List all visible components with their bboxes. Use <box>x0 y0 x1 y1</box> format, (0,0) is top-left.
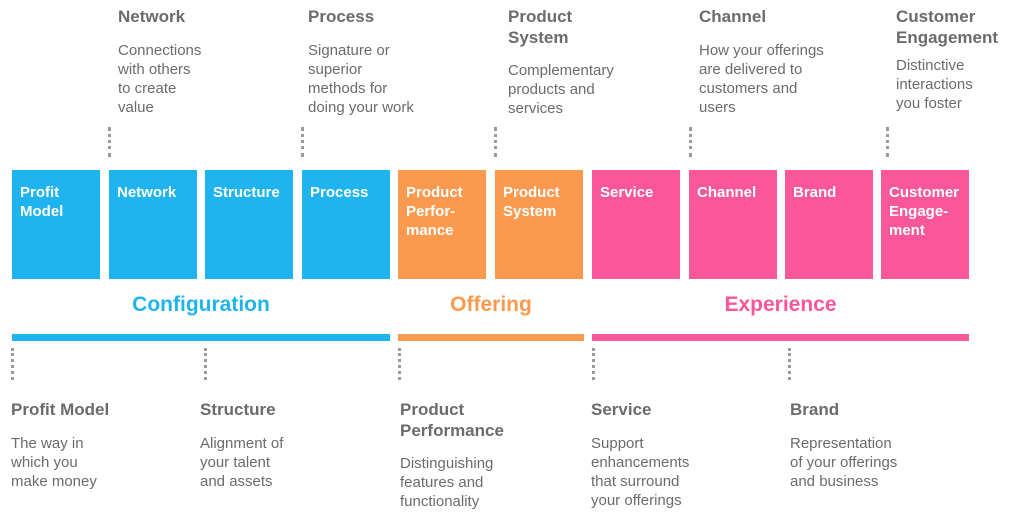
top-desc-customer-engagement: Customer Engagement Distinctive interact… <box>896 6 1021 113</box>
connector-product-system <box>494 127 497 157</box>
bar-offering <box>398 334 584 341</box>
top-desc-channel: Channel How your offerings are delivered… <box>699 6 859 117</box>
desc-title: Customer Engagement <box>896 7 999 47</box>
bottom-desc-service: Service Support enhancements that surrou… <box>591 399 731 510</box>
desc-text: Representation of your offerings and bus… <box>790 435 898 490</box>
connector-network <box>108 127 111 157</box>
desc-text: How your offerings are delivered to cust… <box>699 42 824 116</box>
connector-brand <box>788 348 791 380</box>
bottom-desc-profit-model: Profit Model The way in which you make m… <box>11 399 151 491</box>
bottom-desc-brand: Brand Representation of your offerings a… <box>790 399 950 491</box>
desc-title: Brand <box>790 400 840 419</box>
bottom-desc-product-performance: Product Performance Distinguishing featu… <box>400 399 540 511</box>
desc-title: Service <box>591 400 652 419</box>
connector-process <box>301 127 304 157</box>
connector-service <box>592 348 595 380</box>
desc-text: The way in which you make money <box>11 435 97 490</box>
desc-title: Profit Model <box>11 400 110 419</box>
desc-title: Channel <box>699 7 767 26</box>
top-desc-process: Process Signature or superior methods fo… <box>308 6 458 117</box>
category-offering: Offering <box>450 293 532 316</box>
desc-title: Process <box>308 7 375 26</box>
box-product-performance: Product Perfor- mance <box>398 170 486 279</box>
connector-product-performance <box>398 348 401 380</box>
desc-text: Alignment of your talent and assets <box>200 435 284 490</box>
bottom-desc-structure: Structure Alignment of your talent and a… <box>200 399 340 491</box>
category-experience: Experience <box>724 293 837 316</box>
desc-title: Structure <box>200 400 276 419</box>
desc-title: Network <box>118 7 186 26</box>
box-network: Network <box>109 170 197 279</box>
box-service: Service <box>592 170 680 279</box>
connector-structure <box>204 348 207 380</box>
box-customer-engagement: Customer Engage- ment <box>881 170 969 279</box>
category-configuration: Configuration <box>132 293 270 316</box>
desc-text: Distinctive interactions you foster <box>896 57 973 112</box>
box-product-system: Product System <box>495 170 583 279</box>
desc-text: Complementary products and services <box>508 62 614 117</box>
box-brand: Brand <box>785 170 873 279</box>
desc-text: Signature or superior methods for doing … <box>308 42 414 116</box>
top-desc-product-system: Product System Complementary products an… <box>508 6 648 118</box>
box-channel: Channel <box>689 170 777 279</box>
desc-title: Product Performance <box>400 400 504 440</box>
connector-customer-engagement <box>886 127 889 157</box>
bar-configuration <box>12 334 390 341</box>
desc-text: Support enhancements that surround your … <box>591 435 690 509</box>
top-desc-network: Network Connections with others to creat… <box>118 6 258 117</box>
connector-channel <box>689 127 692 157</box>
desc-text: Distinguishing features and functionalit… <box>400 455 494 510</box>
box-structure: Structure <box>205 170 293 279</box>
bar-experience <box>592 334 969 341</box>
desc-text: Connections with others to create value <box>118 42 202 116</box>
desc-title: Product System <box>508 7 573 47</box>
box-profit-model: Profit Model <box>12 170 100 279</box>
box-process: Process <box>302 170 390 279</box>
connector-profit-model <box>11 348 14 380</box>
